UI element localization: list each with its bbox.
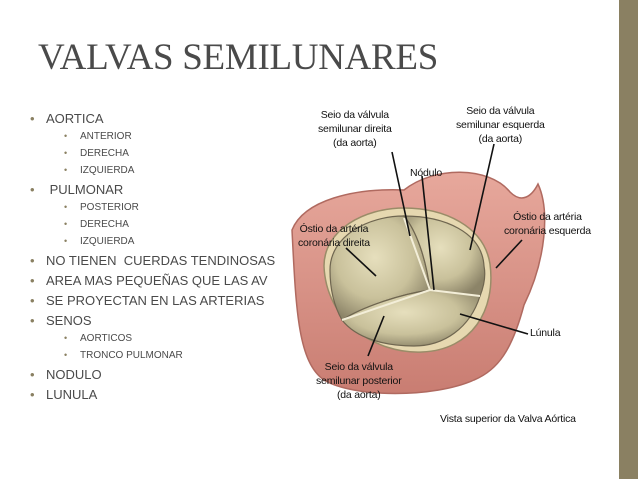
sub-bullet-derecha: DERECHA	[30, 147, 280, 160]
bullet-lunula: LUNULA	[30, 387, 280, 402]
label-ostio-esquerda: Óstio da artéria coronária esquerda	[504, 211, 591, 237]
bullet-cuerdas: NO TIENEN CUERDAS TENDINOSAS	[30, 253, 280, 268]
aortic-valve-figure: Seio da válvula semilunar direita (da ao…	[284, 80, 608, 436]
label-ostio-direita: Óstio da artéria coronária direita	[298, 223, 370, 249]
bullet-list: AORTICA ANTERIOR DERECHA IZQUIERDA PULMO…	[30, 106, 280, 402]
sub-bullet-tronco: TRONCO PULMONAR	[30, 349, 280, 362]
sub-bullet-posterior: POSTERIOR	[30, 201, 280, 214]
label-lunula: Lúnula	[530, 327, 561, 339]
figure-caption: Vista superior da Valva Aórtica	[440, 413, 576, 425]
bullet-arterias: SE PROYECTAN EN LAS ARTERIAS	[30, 293, 280, 308]
label-seio-posterior: Seio da válvula semilunar posterior (da …	[316, 361, 402, 401]
sub-bullet-izquierda: IZQUIERDA	[30, 164, 280, 177]
sub-bullet-anterior: ANTERIOR	[30, 130, 280, 143]
bullet-senos: SENOS	[30, 313, 280, 328]
sub-bullet-aorticos: AORTICOS	[30, 332, 280, 345]
sub-bullet-derecha-pulmonar: DERECHA	[30, 218, 280, 231]
bullet-aortica: AORTICA	[30, 111, 280, 126]
slide-title: VALVAS SEMILUNARES	[38, 37, 438, 78]
sub-bullet-izquierda-pulmonar: IZQUIERDA	[30, 235, 280, 248]
label-nodulo: Nódulo	[410, 167, 443, 179]
label-seio-esquerda: Seio da válvula semilunar esquerda (da a…	[456, 105, 545, 145]
accent-side-bar	[619, 0, 638, 479]
aortic-valve-illustration	[291, 143, 546, 395]
bullet-nodulo: NODULO	[30, 367, 280, 382]
bullet-area: AREA MAS PEQUEÑAS QUE LAS AV	[30, 273, 280, 288]
bottom-band	[0, 460, 619, 479]
bullet-pulmonar: PULMONAR	[30, 182, 280, 197]
label-seio-direita: Seio da válvula semilunar direita (da ao…	[318, 109, 392, 149]
